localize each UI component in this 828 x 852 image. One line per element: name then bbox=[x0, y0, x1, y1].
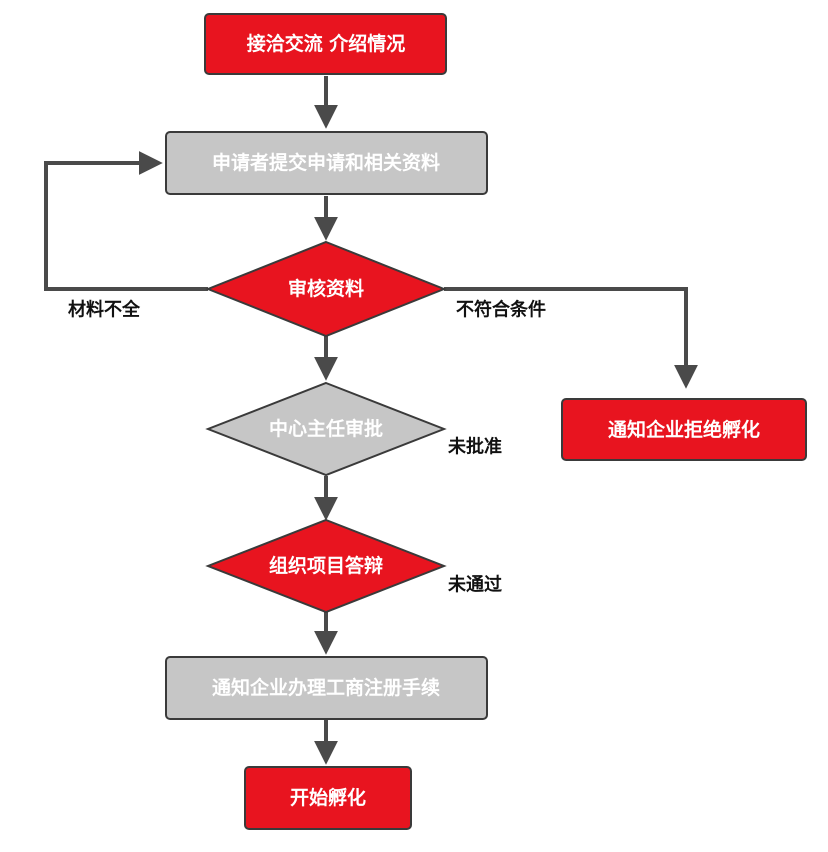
connectors bbox=[44, 76, 698, 765]
node-register-label: 通知企业办理工商注册手续 bbox=[212, 676, 440, 699]
arrow-review-loopback bbox=[44, 151, 208, 291]
edge-label-not-qualified: 不符合条件 bbox=[456, 299, 546, 321]
edge-label-not-passed: 未通过 bbox=[448, 574, 502, 596]
node-start: 开始孵化 bbox=[244, 766, 412, 830]
node-start-label: 开始孵化 bbox=[290, 786, 366, 809]
node-director-label: 中心主任审批 bbox=[269, 417, 383, 440]
node-reject-label: 通知企业拒绝孵化 bbox=[608, 418, 760, 441]
node-reject: 通知企业拒绝孵化 bbox=[561, 398, 807, 461]
node-review-label: 审核资料 bbox=[288, 277, 364, 300]
arrow-review-to-reject bbox=[444, 287, 698, 389]
edge-label-not-approved: 未批准 bbox=[448, 436, 502, 458]
node-contact: 接洽交流 介绍情况 bbox=[204, 13, 447, 75]
edge-label-incomplete: 材料不全 bbox=[68, 299, 141, 321]
node-submit: 申请者提交申请和相关资料 bbox=[165, 131, 488, 195]
node-director: 中心主任审批 bbox=[205, 381, 447, 477]
node-contact-label: 接洽交流 介绍情况 bbox=[247, 32, 406, 55]
node-submit-label: 申请者提交申请和相关资料 bbox=[212, 151, 440, 174]
node-defense-label: 组织项目答辩 bbox=[269, 554, 383, 577]
node-review: 审核资料 bbox=[205, 240, 447, 338]
node-defense: 组织项目答辩 bbox=[205, 518, 447, 614]
node-register: 通知企业办理工商注册手续 bbox=[165, 656, 488, 720]
